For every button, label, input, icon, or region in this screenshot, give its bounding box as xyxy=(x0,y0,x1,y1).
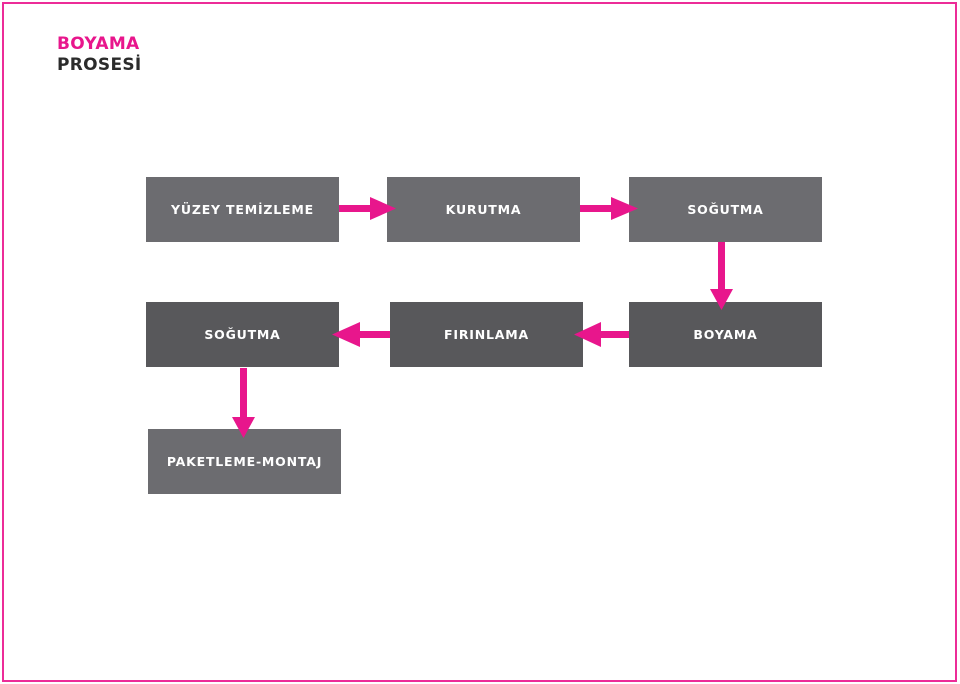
arrow-right-1 xyxy=(339,197,396,220)
step-paketleme-montaj: PAKETLEME-MONTAJ xyxy=(148,429,341,494)
diagram-title: BOYAMA PROSESİ xyxy=(57,34,142,76)
step-firinlama: FIRINLAMA xyxy=(390,302,583,367)
step-kurutma: KURUTMA xyxy=(387,177,580,242)
step-sogutma-2: SOĞUTMA xyxy=(146,302,339,367)
step-yuzey-temizleme: YÜZEY TEMİZLEME xyxy=(146,177,339,242)
arrow-left-1 xyxy=(574,322,629,347)
step-boyama: BOYAMA xyxy=(629,302,822,367)
arrow-down-1 xyxy=(710,242,733,310)
arrow-down-2 xyxy=(232,368,255,438)
title-line-2: PROSESİ xyxy=(57,55,142,75)
arrow-right-2 xyxy=(580,197,638,220)
step-sogutma-1: SOĞUTMA xyxy=(629,177,822,242)
title-line-1: BOYAMA xyxy=(57,34,140,54)
arrow-left-2 xyxy=(332,322,390,347)
